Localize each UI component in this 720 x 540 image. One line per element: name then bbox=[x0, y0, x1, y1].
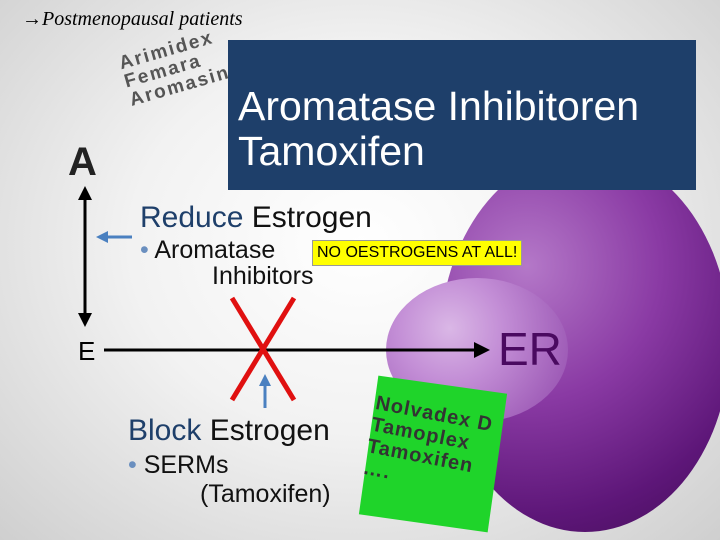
block-estrogen-heading: Block Estrogen bbox=[128, 414, 330, 448]
aromatase-text: Aromatase bbox=[148, 236, 276, 264]
title-box bbox=[228, 40, 696, 190]
inhibitors-text: Inhibitors bbox=[212, 262, 314, 290]
serms-text: SERMs bbox=[136, 451, 229, 479]
down-arrowhead-icon bbox=[78, 313, 92, 327]
right-arrow-icon: → bbox=[22, 8, 42, 30]
reduce-rest: Estrogen bbox=[243, 201, 372, 234]
title-line-2: Tamoxifen bbox=[238, 128, 425, 174]
block-word: Block bbox=[128, 414, 202, 447]
no-oestrogens-callout: NO OESTROGENS AT ALL! bbox=[312, 240, 523, 266]
title-line-1: Aromatase Inhibitoren bbox=[238, 83, 640, 129]
reduce-word: Reduce bbox=[140, 201, 244, 234]
block-rest: Estrogen bbox=[201, 414, 330, 447]
e-label: E bbox=[78, 336, 96, 366]
cross-stroke-2 bbox=[229, 296, 297, 402]
a-label: A bbox=[68, 140, 97, 184]
serms-bullet: • SERMs bbox=[128, 451, 228, 480]
er-label: ER bbox=[498, 323, 562, 375]
reduce-estrogen-heading: Reduce Estrogen bbox=[140, 201, 372, 235]
bullet-dot-icon: • bbox=[128, 451, 137, 479]
up-arrow-icon bbox=[259, 374, 271, 386]
slide-header: →Postmenopausal patients bbox=[22, 8, 243, 31]
title-text: Aromatase Inhibitoren Tamoxifen bbox=[238, 84, 639, 174]
bullet-dot-icon: • bbox=[140, 236, 149, 264]
left-arrow-icon bbox=[96, 231, 108, 243]
aromatase-bullet: • Aromatase bbox=[140, 236, 275, 265]
right-arrowhead-icon bbox=[474, 342, 490, 358]
up-arrowhead-icon bbox=[78, 186, 92, 200]
header-title: Postmenopausal patients bbox=[42, 8, 243, 30]
tamoxifen-paren-text: (Tamoxifen) bbox=[200, 480, 331, 508]
